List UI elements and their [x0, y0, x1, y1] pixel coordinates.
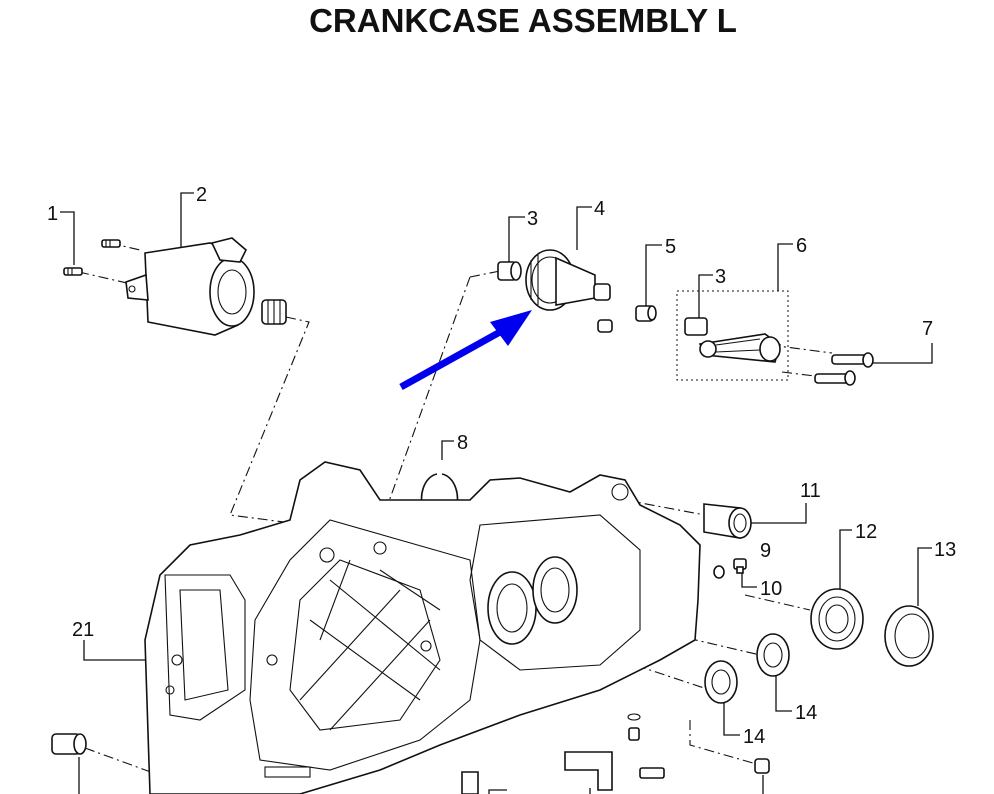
bushing-part-11 — [703, 503, 752, 539]
bolt-part-1 — [63, 239, 121, 276]
callout-4: 4 — [594, 198, 605, 220]
oil-seal-part-13 — [884, 605, 934, 667]
callout-leaders — [60, 192, 933, 794]
callout-numbers: 1 2 3 4 5 6 3 7 8 9 10 11 12 13 14 14 21 — [47, 184, 956, 748]
bottom-small-parts — [51, 713, 770, 794]
callout-8: 8 — [457, 432, 468, 454]
callout-7: 7 — [922, 318, 933, 340]
callout-12: 12 — [855, 521, 877, 543]
callout-2: 2 — [196, 184, 207, 206]
callout-11: 11 — [800, 480, 821, 502]
callout-1: 1 — [47, 203, 58, 225]
highlight-arrow — [399, 310, 532, 391]
callout-21: 21 — [72, 619, 94, 641]
callout-6: 6 — [796, 235, 807, 257]
idler-assembly-part-6 — [676, 290, 789, 381]
page-title: CRANKCASE ASSEMBLY L — [309, 2, 737, 39]
callout-14a: 14 — [795, 702, 817, 724]
bearing-part-14 — [704, 633, 790, 704]
bearing-part-12 — [810, 588, 864, 650]
callout-13: 13 — [934, 539, 956, 561]
callout-3: 3 — [527, 208, 538, 230]
callout-3b: 3 — [715, 266, 726, 288]
starter-drive-gear-part-4 — [525, 249, 611, 311]
plug-part-10 — [733, 558, 747, 574]
bushing-part-5 — [635, 305, 657, 322]
bushing-part-3 — [497, 261, 613, 333]
callout-10: 10 — [760, 578, 782, 600]
starter-motor-part-2 — [125, 237, 287, 336]
callout-9: 9 — [760, 540, 771, 562]
bolt-part-7 — [814, 352, 874, 386]
callout-14b: 14 — [743, 726, 765, 748]
callout-5: 5 — [665, 236, 676, 258]
o-ring-part-9 — [713, 565, 725, 579]
crankcase-part-21 — [144, 461, 701, 794]
